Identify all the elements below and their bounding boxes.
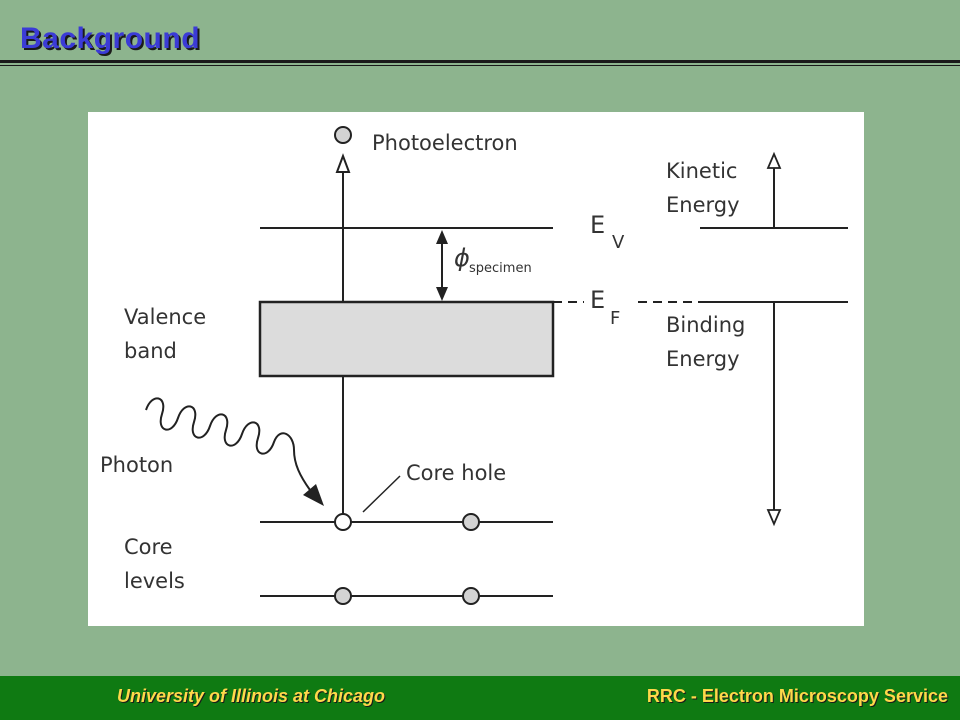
- photoelectron-label: Photoelectron: [372, 131, 518, 155]
- footer-service: RRC - Electron Microscopy Service: [646, 686, 948, 706]
- binding-arrowhead: [766, 509, 782, 527]
- binding-energy-label: Energy: [666, 347, 740, 371]
- ef-label: E: [590, 286, 605, 314]
- kinetic-arrowhead: [766, 151, 782, 169]
- title-rule: [0, 60, 960, 63]
- work-function-arrowhead-top: [436, 230, 448, 244]
- ev-subscript: V: [612, 232, 625, 253]
- photon-wave: [145, 397, 311, 491]
- core-hole-label: Core hole: [406, 461, 506, 485]
- band-label: band: [124, 339, 177, 363]
- ef-subscript: F: [610, 308, 620, 329]
- photoelectron-circle: [334, 126, 352, 144]
- core-electron-circle: [462, 513, 480, 531]
- binding-label: Binding: [666, 313, 745, 337]
- footer-bar: University of Illinois at Chicago RRC - …: [0, 676, 960, 720]
- xps-energy-diagram: Photoelectron Kinetic Energy E V ϕ speci…: [100, 126, 848, 605]
- core-label: Core: [124, 535, 173, 559]
- valence-label: Valence: [124, 305, 206, 329]
- levels-label: levels: [124, 569, 185, 593]
- slide-title: Background: [20, 22, 201, 55]
- specimen-label: specimen: [469, 261, 532, 276]
- phi-symbol: ϕ: [454, 244, 470, 272]
- photon-label: Photon: [100, 453, 173, 477]
- core-hole-circle: [334, 513, 352, 531]
- kinetic-energy-label: Energy: [666, 193, 740, 217]
- photoelectron-arrowhead: [335, 153, 351, 173]
- title-rule-thin: [0, 65, 960, 66]
- xps-diagram-panel: Photoelectron Kinetic Energy E V ϕ speci…: [88, 112, 864, 626]
- photon-arrowhead: [303, 484, 324, 506]
- ev-label: E: [590, 211, 605, 239]
- core-electron-circle: [462, 587, 480, 605]
- work-function-arrowhead-bottom: [436, 287, 448, 301]
- valence-band-box: [258, 300, 555, 378]
- footer-institution: University of Illinois at Chicago: [117, 686, 386, 706]
- kinetic-label: Kinetic: [666, 159, 737, 183]
- core-electron-circle: [334, 587, 352, 605]
- core-hole-pointer: [362, 475, 401, 513]
